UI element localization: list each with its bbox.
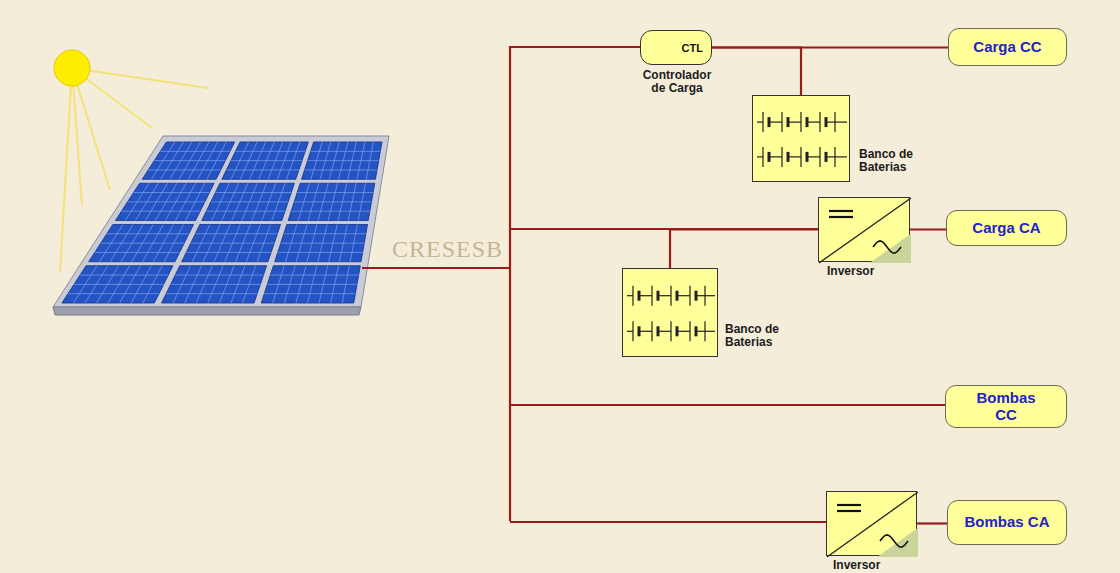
batt-symbol: [753, 96, 851, 183]
batt-symbol: [623, 269, 719, 358]
inverter-box: Inversor: [818, 197, 910, 262]
wire-connector: [910, 228, 946, 230]
node-label: Carga CA: [972, 220, 1040, 237]
node-caption: Controlador de Carga: [635, 69, 719, 96]
node-label: Bombas CA: [964, 514, 1049, 531]
battery-bank: Banco de Baterias: [752, 95, 850, 182]
wire-connector: [712, 48, 801, 96]
inverter-box: Inversor: [826, 491, 917, 556]
node-caption: Inversor: [833, 559, 913, 572]
watermark: CRESESB: [392, 236, 503, 263]
load-box: Bombas CA: [947, 500, 1067, 545]
charge-controller: CTLControlador de Carga: [640, 30, 712, 65]
node-label: Bombas CC: [970, 390, 1042, 424]
battery-bank: Banco de Baterias: [622, 268, 718, 357]
inv-symbol: [827, 492, 918, 557]
load-box: Bombas CC: [945, 385, 1067, 428]
solar-panel: [53, 136, 389, 315]
bus-wires: [362, 46, 945, 522]
load-box: Carga CA: [946, 210, 1067, 246]
node-label: CTL: [682, 42, 703, 54]
node-caption: Inversor: [827, 265, 907, 278]
inv-symbol: [819, 198, 911, 263]
node-caption: Banco de Baterias: [859, 148, 925, 175]
node-caption: Banco de Baterias: [725, 323, 791, 350]
wire-connector: [917, 522, 947, 524]
wire-connector: [670, 230, 818, 269]
load-box: Carga CC: [948, 28, 1067, 66]
node-label: Carga CC: [973, 39, 1041, 56]
